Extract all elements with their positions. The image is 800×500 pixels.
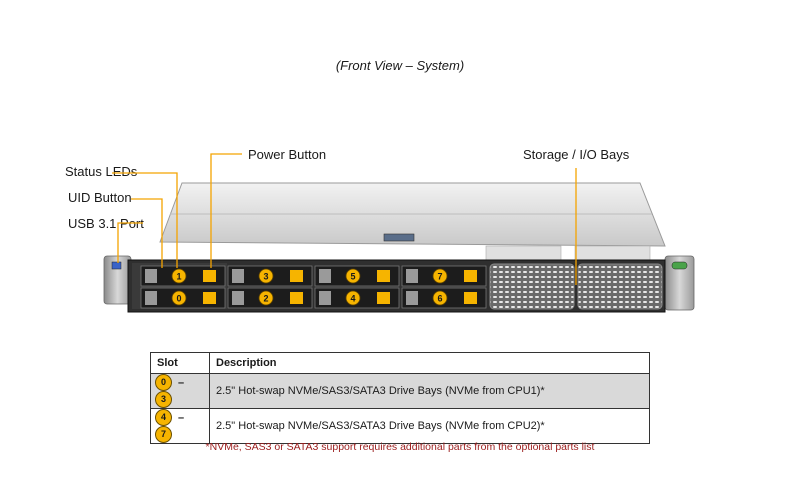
chassis-lid: [159, 182, 666, 247]
drive-bay-2[interactable]: 2: [227, 287, 313, 309]
bay-number-badge: [345, 268, 361, 284]
bay-number-label: 2: [263, 294, 268, 304]
io-bay-left: [489, 263, 575, 310]
io-bay-right: [577, 263, 663, 310]
footnote: *NVMe, SAS3 or SATA3 support requires ad…: [205, 441, 595, 453]
drive-bay-1[interactable]: 1: [140, 265, 226, 287]
bay-number-badge: [345, 290, 361, 306]
bay-number-badge: [171, 268, 187, 284]
drive-bay-0[interactable]: 0: [140, 287, 226, 309]
drive-bay-4[interactable]: 4: [314, 287, 400, 309]
drive-release-latch[interactable]: [203, 270, 216, 282]
uid-button-label: UID Button: [68, 190, 132, 205]
bay-number-label: 6: [437, 294, 442, 304]
slot-range: 4–7: [150, 408, 210, 444]
slot-badge: 3: [155, 391, 172, 408]
bay-number-badge: [171, 290, 187, 306]
usb-port-label: USB 3.1 Port: [68, 216, 144, 231]
drive-release-latch[interactable]: [464, 270, 477, 282]
front-panel: [127, 259, 666, 313]
drive-bay-6[interactable]: 6: [401, 287, 487, 309]
left-rack-ear: [103, 255, 132, 305]
bay-number-label: 4: [350, 294, 355, 304]
figure-title: (Front View – System): [335, 58, 465, 73]
bay-number-badge: [432, 268, 448, 284]
slot-badge: 4: [155, 409, 172, 426]
slot-description: 2.5" Hot-swap NVMe/SAS3/SATA3 Drive Bays…: [209, 408, 650, 444]
drive-release-latch[interactable]: [377, 270, 390, 282]
drive-release-latch[interactable]: [377, 292, 390, 304]
power-button-label: Power Button: [248, 147, 327, 162]
table-row: 0–3 2.5" Hot-swap NVMe/SAS3/SATA3 Drive …: [150, 373, 650, 409]
bay-number-badge: [258, 268, 274, 284]
slot-badge: 7: [155, 426, 172, 443]
storage-io-bays-label: Storage / I/O Bays: [523, 147, 630, 162]
drive-release-latch[interactable]: [290, 270, 303, 282]
range-dash: –: [178, 376, 185, 389]
slot-badge: 0: [155, 374, 172, 391]
table-row: 4–7 2.5" Hot-swap NVMe/SAS3/SATA3 Drive …: [150, 408, 650, 444]
bay-number-badge: [432, 290, 448, 306]
drive-bay-3[interactable]: 3: [227, 265, 313, 287]
bay-number-label: 0: [176, 294, 181, 304]
bay-number-label: 5: [350, 272, 355, 282]
description-header: Description: [209, 352, 650, 374]
range-dash: –: [178, 411, 185, 424]
status-leds-label: Status LEDs: [65, 164, 138, 179]
slot-description: 2.5" Hot-swap NVMe/SAS3/SATA3 Drive Bays…: [209, 373, 650, 409]
slot-description-table: Slot Description 0–3 2.5" Hot-swap NVMe/…: [150, 352, 650, 444]
right-rack-ear: [664, 255, 695, 311]
bay-number-label: 1: [176, 272, 181, 282]
bay-number-label: 7: [437, 272, 442, 282]
drive-release-latch[interactable]: [203, 292, 216, 304]
bay-number-badge: [258, 290, 274, 306]
drive-bay-7[interactable]: 7: [401, 265, 487, 287]
drive-release-latch[interactable]: [464, 292, 477, 304]
slot-header: Slot: [150, 352, 210, 374]
drive-release-latch[interactable]: [290, 292, 303, 304]
bay-number-label: 3: [263, 272, 268, 282]
drive-bay-5[interactable]: 5: [314, 265, 400, 287]
lid-latch: [383, 233, 415, 242]
slot-range: 0–3: [150, 373, 210, 409]
